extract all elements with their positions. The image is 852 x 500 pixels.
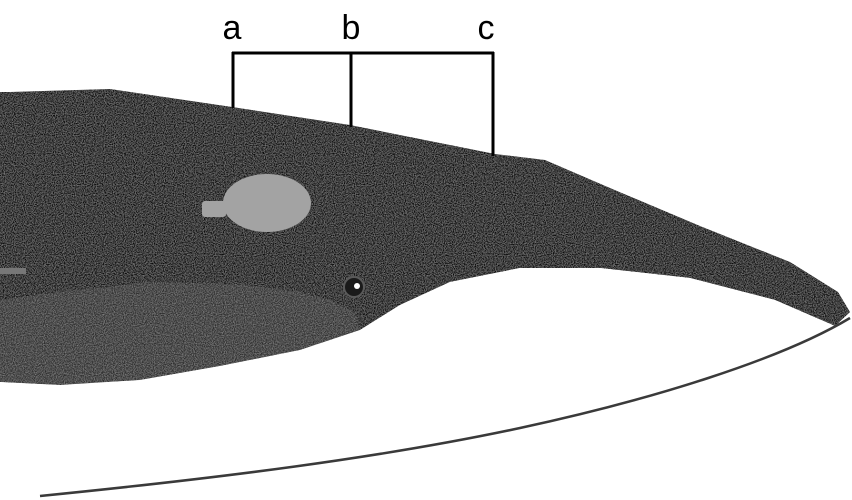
eye-highlight xyxy=(354,283,360,289)
point-label-c: c xyxy=(471,11,501,45)
blowhole-patch xyxy=(223,174,311,232)
left-edge-mark xyxy=(0,268,26,274)
blowhole-patch-tab xyxy=(202,201,226,217)
point-label-a: a xyxy=(217,11,247,45)
eye xyxy=(344,277,364,297)
point-label-b: b xyxy=(336,11,366,45)
